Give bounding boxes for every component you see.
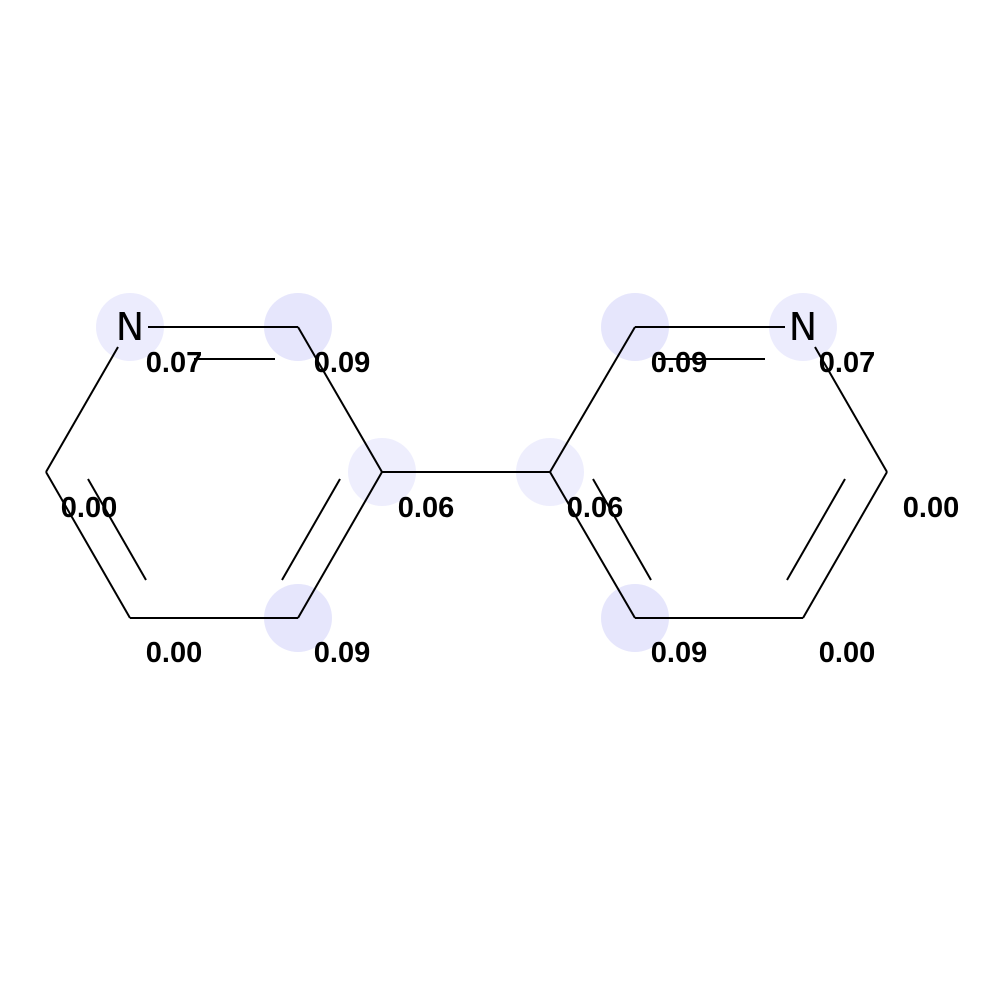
- atom-value-a2: 0.06: [398, 492, 454, 524]
- atom-value-a11: 0.09: [651, 637, 707, 669]
- atom-value-a3: 0.09: [314, 637, 370, 669]
- atom-value-a5: 0.00: [61, 492, 117, 524]
- atom-highlight-a8: [769, 293, 837, 361]
- atom-value-a9: 0.00: [903, 492, 959, 524]
- atom-value-a0: 0.07: [146, 347, 202, 379]
- bond-a9-a10: [802, 471, 888, 619]
- atom-value-a1: 0.09: [314, 347, 370, 379]
- atom-value-a4: 0.00: [146, 637, 202, 669]
- atom-highlight-a0: [96, 293, 164, 361]
- bond-a4-a5-inner: [87, 478, 147, 581]
- bond-a6-a7: [549, 326, 636, 473]
- atom-value-a10: 0.00: [819, 637, 875, 669]
- atom-value-a6: 0.06: [567, 492, 623, 524]
- bond-a4-a5: [45, 471, 131, 619]
- bond-a5-a0: [45, 346, 119, 473]
- bond-a2-a3: [297, 471, 383, 619]
- atom-symbol-a8: N: [789, 305, 817, 349]
- bond-a9-a10-inner: [786, 478, 846, 581]
- bond-a11-a6: [549, 471, 636, 619]
- bond-a8-a9: [814, 346, 888, 473]
- atom-value-labels: 0.07 0.09 0.06 0.09 0.00 0.00 0.06 0.09 0.07 0.00…: [61, 347, 959, 669]
- bond-a11-a6-inner: [592, 478, 652, 581]
- bonds: [45, 326, 888, 619]
- atom-value-a7: 0.09: [651, 347, 707, 379]
- bond-a1-a2: [297, 326, 383, 473]
- atom-value-a8: 0.07: [819, 347, 875, 379]
- atom-symbol-a0: N: [116, 305, 144, 349]
- bond-a2-a3-inner: [281, 478, 341, 581]
